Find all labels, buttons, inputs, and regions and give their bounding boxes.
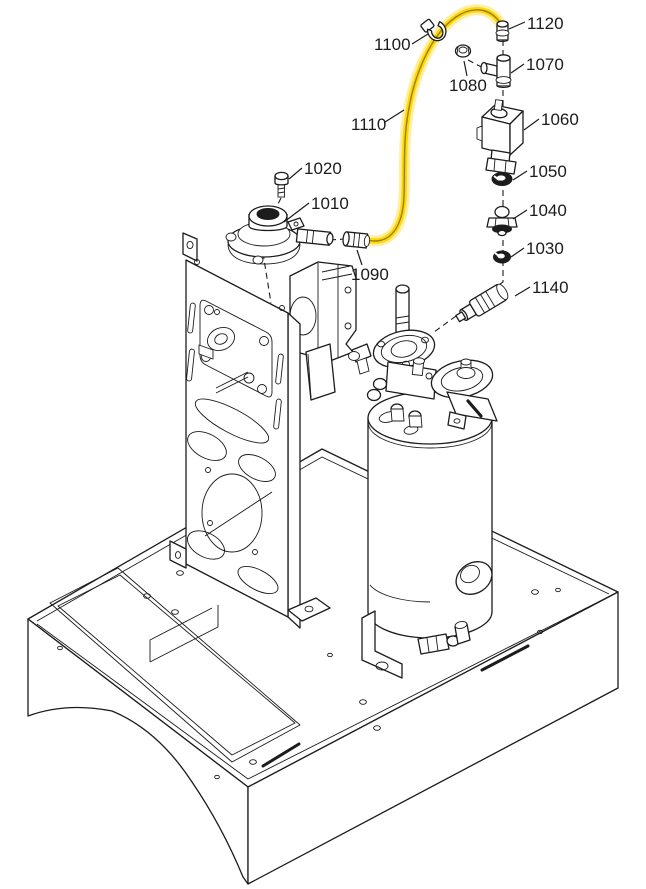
part-1100-clamp — [420, 18, 447, 42]
callout-label-1070: 1070 — [526, 55, 564, 74]
mounting-plate — [169, 232, 331, 629]
callout-label-1090: 1090 — [351, 265, 389, 284]
part-1030-seal — [493, 250, 511, 264]
callout-layer: 1010 1020 1030 1040 1050 1060 1070 1080 1090 1100… — [283, 14, 579, 297]
callout-label-1020: 1020 — [304, 159, 342, 178]
callout-leader-1120 — [508, 21, 526, 30]
part-1020-screw — [274, 171, 289, 198]
callout-label-1140: 1140 — [532, 278, 569, 297]
drain-fitting — [417, 620, 471, 655]
tank-top-fittings — [348, 284, 498, 430]
plate-slots — [186, 302, 284, 430]
callout-leader-1010 — [283, 202, 310, 223]
callout-label-1080: 1080 — [449, 76, 487, 95]
callout-leader-1090 — [356, 249, 363, 266]
part-1040-fitting — [486, 205, 518, 237]
plate-cutouts — [187, 259, 285, 595]
callout-leader-1110 — [384, 109, 405, 123]
callout-label-1110: 1110 — [351, 115, 386, 134]
part-1090-fitting — [342, 231, 371, 249]
hose-1110-highlighted — [361, 4, 508, 247]
right-flange — [430, 358, 494, 399]
callout-leader-1140 — [514, 286, 531, 297]
callout-leader-1060 — [523, 118, 540, 131]
part-1080-nut — [454, 44, 472, 58]
tank-side-boss — [455, 561, 493, 595]
right-bracket — [446, 391, 498, 430]
valve-block — [366, 357, 437, 428]
callout-leader-1080 — [463, 60, 468, 77]
callout-leader-1100 — [411, 33, 429, 45]
callout-label-1120: 1120 — [527, 14, 564, 33]
plate-pump-window — [198, 299, 273, 398]
left-flange — [348, 329, 436, 375]
part-1120-fitting — [495, 20, 510, 42]
base-holes — [57, 570, 561, 780]
callout-label-1030: 1030 — [526, 239, 564, 258]
callout-label-1100: 1100 — [374, 35, 411, 54]
part-1050-seal — [491, 172, 513, 186]
callout-label-1060: 1060 — [541, 110, 579, 129]
base-opening — [49, 567, 301, 763]
part-1010-regulator — [225, 205, 334, 265]
callout-leader-1040 — [512, 209, 528, 220]
callout-label-1040: 1040 — [529, 201, 567, 220]
base-slots — [261, 644, 530, 768]
tank-bracket — [361, 610, 403, 679]
callout-leader-1020 — [288, 167, 303, 180]
callout-label-1050: 1050 — [529, 162, 567, 181]
base-pan — [27, 448, 619, 885]
callout-label-1010: 1010 — [311, 194, 349, 213]
callout-leader-1050 — [512, 170, 528, 181]
part-1140-connector — [455, 283, 509, 323]
part-1060-solenoid — [476, 99, 524, 175]
callout-leader-1030 — [510, 247, 525, 258]
callout-leader-1070 — [510, 63, 525, 74]
part-1070-tee — [480, 54, 512, 88]
